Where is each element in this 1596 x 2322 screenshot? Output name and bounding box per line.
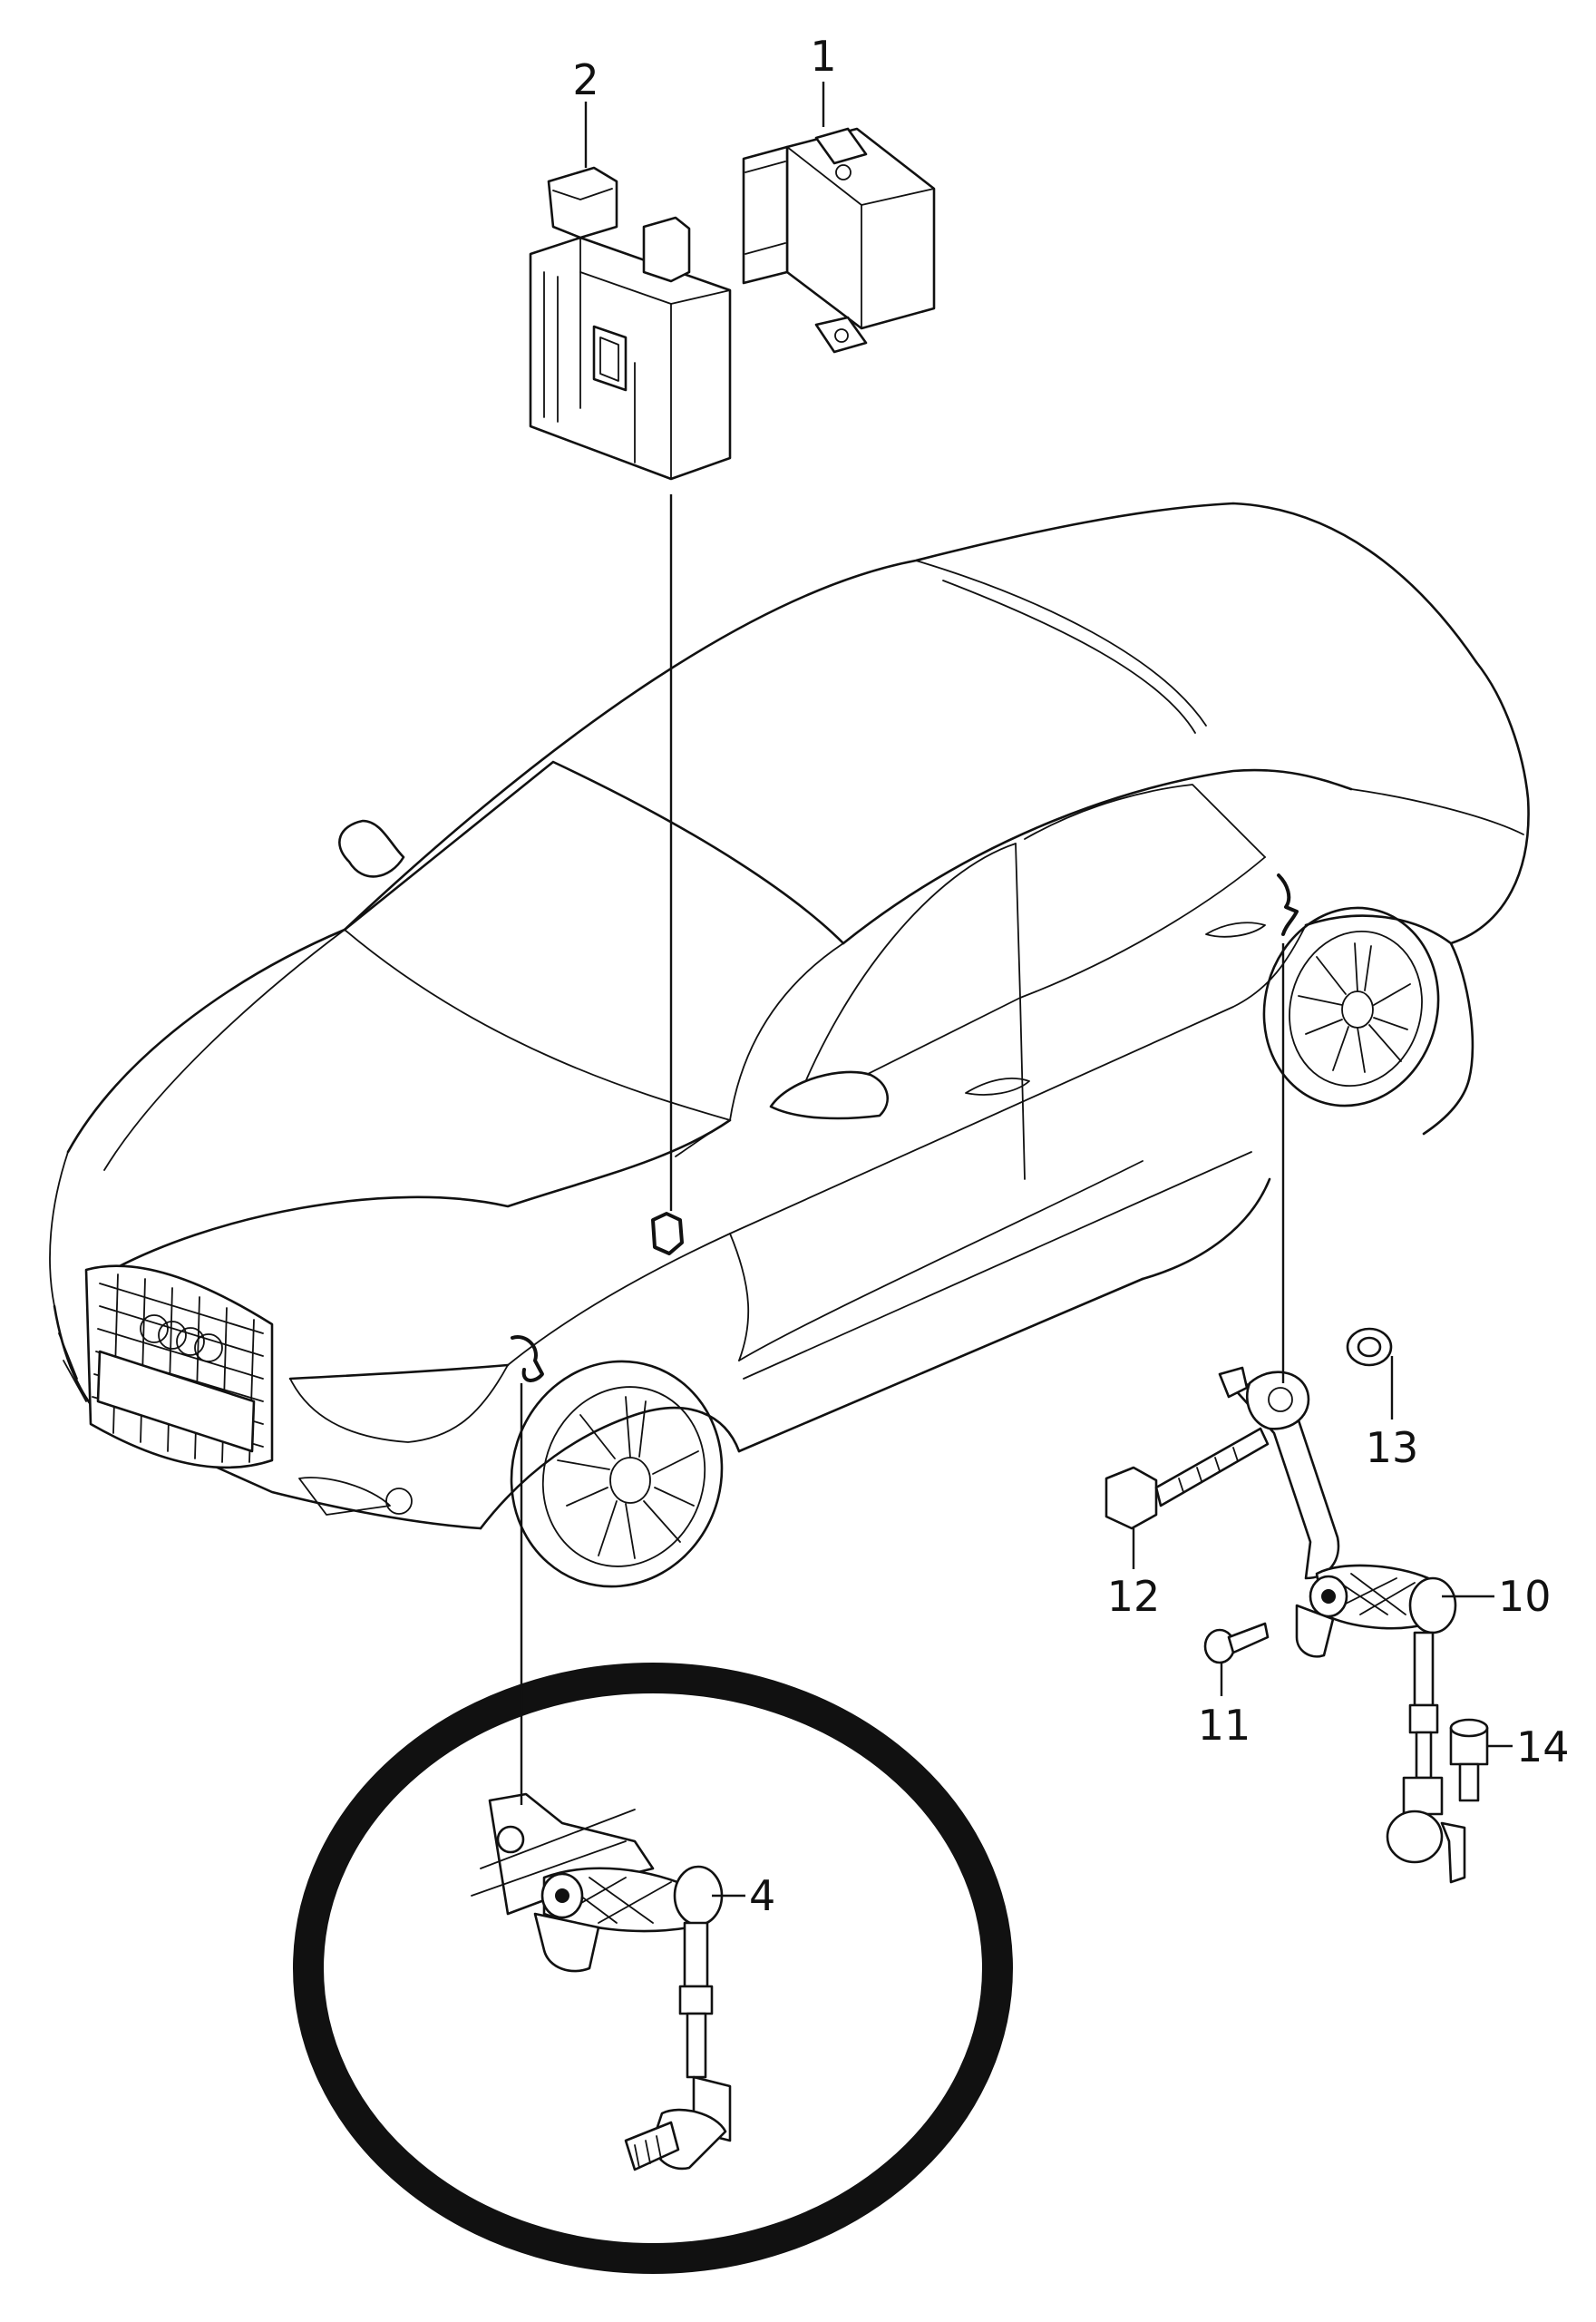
- car-illustration: [49, 502, 1530, 1588]
- callout-labels: 1 2 4 10 11 12 13 14: [572, 32, 1569, 1920]
- part-1-control-module: [742, 127, 936, 354]
- callout-11: 11: [1198, 1701, 1251, 1750]
- front-wheel: [510, 1360, 724, 1588]
- rear-wheel: [1262, 906, 1440, 1107]
- callout-10: 10: [1498, 1572, 1552, 1621]
- callout-14: 14: [1516, 1722, 1570, 1771]
- rear-level-sensor-assembly: [1105, 1327, 1489, 1884]
- callout-4: 4: [749, 1871, 775, 1920]
- leader-lines: [520, 82, 1513, 1898]
- part-4-front-level-sensor: [293, 1663, 1013, 2274]
- callout-12: 12: [1107, 1572, 1161, 1621]
- callout-13: 13: [1366, 1423, 1419, 1472]
- callout-2: 2: [572, 55, 598, 104]
- part-2-bracket-module: [529, 166, 732, 481]
- callout-1: 1: [810, 32, 836, 81]
